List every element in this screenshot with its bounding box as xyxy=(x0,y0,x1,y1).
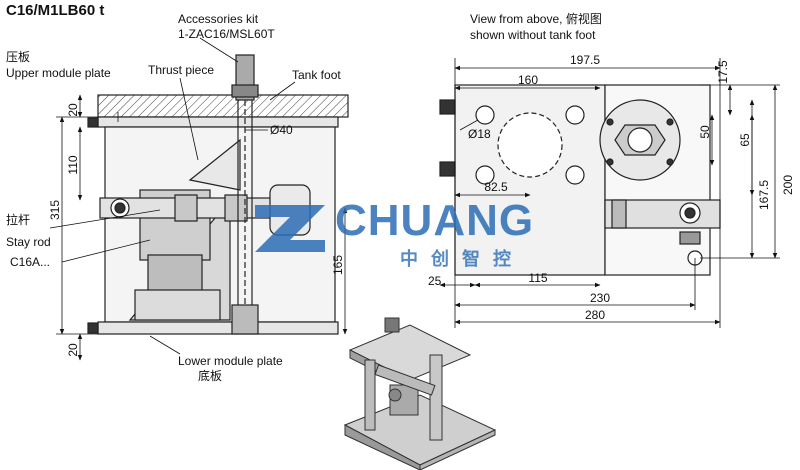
top-view-caption-2: shown without tank foot xyxy=(470,28,596,42)
isometric-view xyxy=(343,317,497,470)
dim-315: 315 xyxy=(48,200,62,220)
dim-230: 230 xyxy=(590,291,610,305)
product-title: C16/M1LB60 t xyxy=(6,2,105,19)
label-lower-plate-en: Lower module plate xyxy=(178,354,283,368)
dim-167-5: 167.5 xyxy=(757,180,771,210)
side-view xyxy=(87,54,349,335)
label-upper-plate-cn: 压板 xyxy=(6,50,31,64)
top-view-caption-1: View from above, 俯视图 xyxy=(470,12,602,26)
watermark-cn: 中 创 智 控 xyxy=(400,249,516,269)
dim-50: 50 xyxy=(698,125,712,139)
dim-17-5: 17.5 xyxy=(716,60,730,84)
watermark-brand: CHUANG xyxy=(335,196,535,245)
dim-110: 110 xyxy=(66,155,80,174)
top-view xyxy=(439,84,721,276)
dim-165: 165 xyxy=(331,255,345,275)
side-view-dimensions xyxy=(49,37,348,361)
top-view-dimensions xyxy=(439,58,780,328)
dim-dia-40: Ø40 xyxy=(270,123,293,137)
dim-65: 65 xyxy=(738,133,752,147)
dim-115: 115 xyxy=(528,271,547,285)
label-thrust-piece: Thrust piece xyxy=(148,63,215,77)
dim-280: 280 xyxy=(585,308,605,322)
top-view-dim-labels: 197.5 160 Ø18 82.5 17.5 50 65 167.5 200 … xyxy=(428,53,795,322)
label-stay-rod-en: Stay rod xyxy=(6,235,51,249)
dim-82-5: 82.5 xyxy=(484,180,508,194)
dim-160: 160 xyxy=(518,73,538,87)
dim-20-bottom: 20 xyxy=(66,343,80,357)
label-stay-rod-cn: 拉杆 xyxy=(6,213,31,227)
dim-25: 25 xyxy=(428,274,442,288)
label-tank-foot: Tank foot xyxy=(292,68,341,82)
label-accessories-kit: Accessories kit xyxy=(178,12,259,26)
side-view-dim-labels: 20 110 315 165 20 Ø40 xyxy=(48,103,345,357)
dim-20-top: 20 xyxy=(66,103,80,117)
label-upper-plate-en: Upper module plate xyxy=(6,66,111,80)
dim-200: 200 xyxy=(781,175,795,195)
dim-dia-18: Ø18 xyxy=(468,127,491,141)
dim-197-5: 197.5 xyxy=(570,53,600,67)
label-lower-plate-cn: 底板 xyxy=(198,369,223,383)
label-kit-code: 1-ZAC16/MSL60T xyxy=(178,27,275,41)
label-load-cell: C16A... xyxy=(10,255,51,269)
center-bore xyxy=(497,112,563,178)
watermark-z-icon xyxy=(255,205,325,252)
